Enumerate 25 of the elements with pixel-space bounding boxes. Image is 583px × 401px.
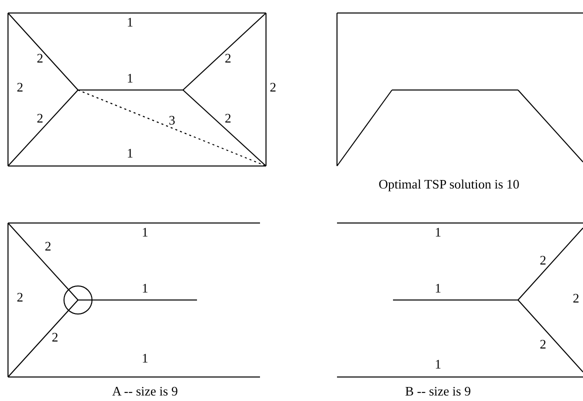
edge-weight: 2	[224, 52, 232, 64]
edge-weight: 2	[224, 112, 232, 124]
edge-weight: 2	[52, 330, 58, 344]
edge-weight: 3	[168, 114, 176, 126]
edge-weight: 2	[36, 112, 44, 124]
edge-weight: 1	[142, 282, 148, 294]
edge-weight: 1	[126, 16, 134, 28]
edge-weight: 2	[44, 240, 52, 252]
edge-weight: 1	[434, 358, 442, 370]
edge-weight: 2	[36, 52, 44, 64]
edge-weight: 1	[126, 72, 134, 84]
caption: A -- size is 9	[112, 384, 178, 398]
edge-weight: 2	[16, 80, 24, 94]
edge-weight: 2	[270, 80, 276, 94]
edge-weight: 1	[434, 282, 442, 294]
caption: Optimal TSP solution is 10	[378, 178, 520, 190]
edge-weight: 1	[126, 146, 134, 160]
edge-weight: 2	[540, 338, 546, 350]
edge-weight: 2	[540, 254, 546, 266]
edge-weight: 2	[572, 292, 580, 304]
caption: B -- size is 9	[405, 384, 471, 398]
edge-weight: 1	[142, 226, 148, 238]
edge-weight: 2	[16, 290, 24, 304]
edge-weight: 1	[142, 352, 148, 364]
edge-weight: 1	[434, 226, 442, 238]
